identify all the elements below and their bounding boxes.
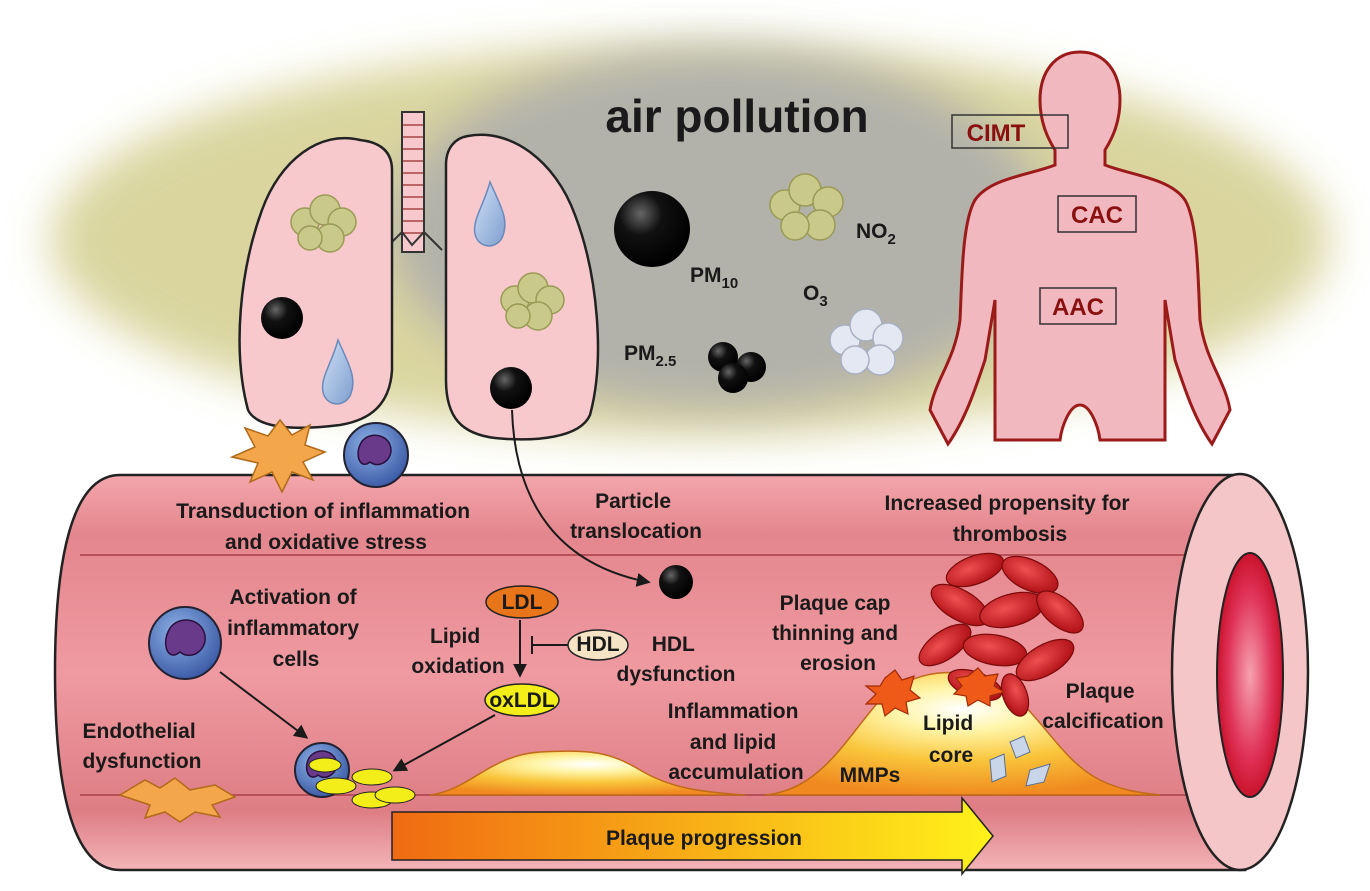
lipid-core-label: Lipid core: [923, 712, 979, 767]
lipid-oxidation-label: Lipid oxidation: [411, 625, 504, 678]
pm10-label: PM10: [690, 264, 738, 292]
o3-label: O3: [803, 282, 828, 310]
cimt-label: CIMT: [967, 120, 1026, 147]
hdl-dysfunction-label: HDL dysfunction: [617, 633, 736, 686]
plaque-calcification-label: Plaque calcification: [1042, 680, 1163, 733]
transduction-label: Transduction of inflammation and oxidati…: [176, 500, 476, 554]
hdl-node: [567, 629, 629, 661]
translocation-arrow: [511, 409, 651, 587]
translocated-particle-icon: [659, 565, 693, 599]
ldl-node: [485, 585, 559, 619]
inflammation-lipid-label: Inflammation and lipid accumulation: [668, 700, 805, 784]
plaque-cap-label: Plaque cap thinning and erosion: [772, 592, 904, 675]
vessel-lumen: [1216, 552, 1284, 798]
droplet-icon: [473, 179, 506, 247]
aac-label: AAC: [1052, 294, 1104, 321]
particle-translocation-label: Particle translocation: [570, 490, 702, 543]
circulating-inflammatory-cell-icon: [148, 606, 222, 680]
mmps-label: MMPs: [840, 764, 901, 787]
particle-icon: [490, 367, 532, 409]
lung-particles: [261, 179, 565, 409]
droplet-icon: [321, 337, 354, 405]
smog-puff-icon: [290, 194, 357, 253]
smog-puff-icon: [500, 272, 565, 331]
ldl-label: LDL: [502, 591, 543, 614]
endothelial-burst-icon: [118, 777, 237, 823]
activation-arrow: [219, 671, 309, 739]
hdl-label: HDL: [576, 633, 619, 656]
particle-icon: [261, 297, 303, 339]
no2-cloud-icon: [769, 173, 844, 241]
no2-label: NO2: [856, 220, 896, 248]
pm10-particle-icon: [614, 191, 690, 267]
diagram-title: air pollution: [605, 90, 868, 142]
cap-erosion-burst-icon: [864, 669, 922, 718]
foam-cell-icon: [294, 742, 416, 809]
oxidative-stress-burst-icon: [229, 418, 328, 494]
plaque-progression-arrow: [391, 795, 994, 877]
oxldl-arrow: [392, 714, 496, 772]
cac-label: CAC: [1071, 202, 1123, 229]
calcification-crystals-icon: [989, 735, 1051, 787]
cap-erosion-burst-icon: [952, 667, 1006, 707]
endothelial-dysfunction-label: Endothelial dysfunction: [82, 720, 201, 773]
plaque-progression-label: Plaque progression: [606, 827, 802, 850]
thrombosis-label: Increased propensity for thrombosis: [885, 492, 1136, 546]
oxldl-node: [484, 683, 560, 717]
pm25-label: PM2.5: [624, 342, 676, 370]
human-body-silhouette: CIMT CAC AAC: [928, 50, 1232, 447]
o3-cloud-icon: [829, 308, 904, 376]
pm25-particles-icon: [708, 342, 766, 393]
inflammatory-cell-icon: [343, 422, 409, 488]
left-lung: [238, 136, 394, 429]
oxldl-label: oxLDL: [489, 689, 555, 712]
pollutants: PM10 PM2.5 NO2 O3: [614, 173, 904, 393]
activation-label: Activation of inflammatory cells: [227, 586, 365, 671]
early-plaque: [429, 750, 746, 796]
